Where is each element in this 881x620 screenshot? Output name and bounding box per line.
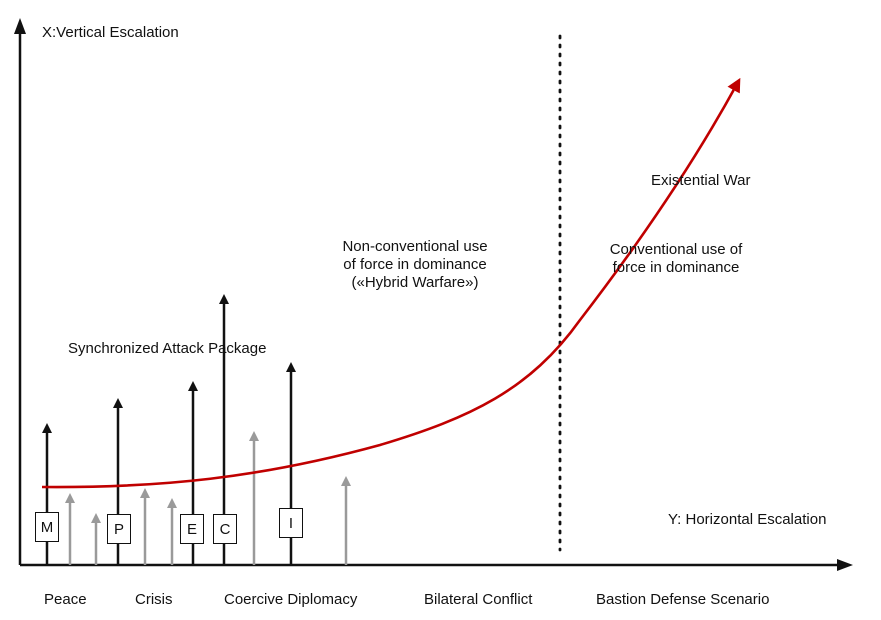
phase-label-coercive-diplomacy: Coercive Diplomacy: [224, 591, 358, 608]
phase-label-bastion-defense: Bastion Defense Scenario: [596, 591, 770, 608]
hybrid-line-2: of force in dominance: [343, 256, 487, 273]
box-i: I: [279, 508, 303, 538]
vertical-axis-arrowhead: [14, 18, 26, 34]
escalation-curve: [41, 77, 741, 489]
existential-war-label: Existential War: [651, 172, 751, 189]
phase-label-peace: Peace: [44, 591, 87, 608]
box-c: C: [213, 514, 237, 544]
box-p: P: [107, 514, 131, 544]
phase-label-crisis: Crisis: [135, 591, 173, 608]
box-m: M: [35, 512, 59, 542]
conventional-force-label: Conventional use of force in dominance: [588, 241, 764, 277]
vertical-axis-label: X:Vertical Escalation: [42, 24, 179, 41]
hybrid-line-1: Non-conventional use: [342, 238, 488, 255]
attack-package-label: Synchronized Attack Package: [68, 340, 267, 357]
box-e: E: [180, 514, 204, 544]
horizontal-axis-arrowhead: [837, 559, 853, 571]
conventional-line-1: Conventional use of: [609, 241, 743, 258]
hybrid-warfare-label: Non-conventional use of force in dominan…: [302, 238, 528, 292]
conventional-line-2: force in dominance: [612, 259, 740, 276]
phase-label-bilateral-conflict: Bilateral Conflict: [424, 591, 533, 608]
hybrid-line-3: («Hybrid Warfare»): [351, 274, 479, 291]
horizontal-axis-label: Y: Horizontal Escalation: [668, 511, 827, 528]
